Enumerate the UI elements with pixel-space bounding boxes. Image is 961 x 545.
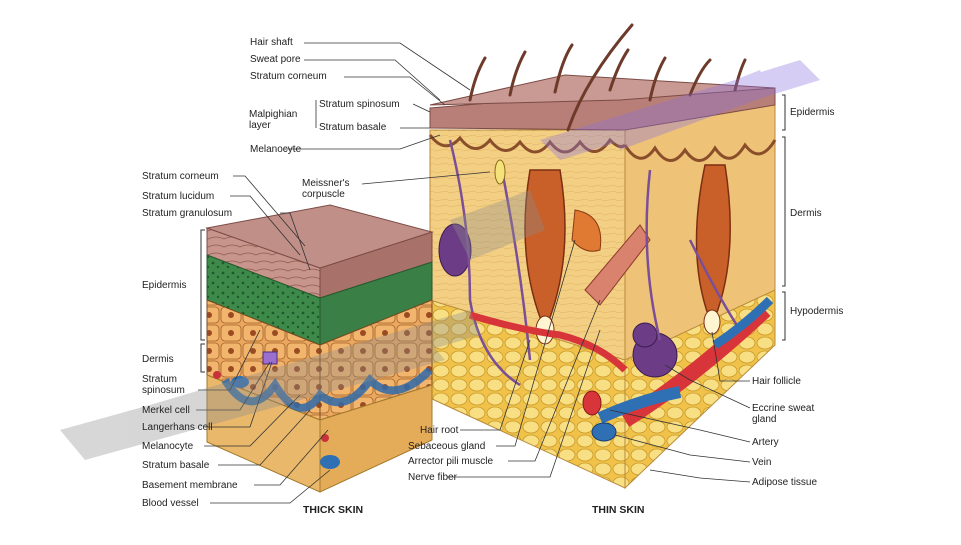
label-thin-melanocyte: Melanocyte — [250, 144, 302, 155]
label-thick-stratum-corneum: Stratum corneum — [142, 171, 219, 182]
label-hypodermis: Hypodermis — [790, 306, 844, 317]
label-stratum-lucidum: Stratum lucidum — [142, 191, 215, 202]
label-hair-follicle: Hair follicle — [752, 376, 801, 387]
label-sebaceous-gland: Sebaceous gland — [408, 441, 486, 452]
thin-skin-block — [428, 23, 786, 490]
label-thin-epidermis: Epidermis — [790, 107, 835, 118]
caption-thick-skin: THICK SKIN — [303, 504, 364, 516]
hair-follicles — [524, 164, 731, 345]
label-thick-epidermis: Epidermis — [142, 280, 187, 291]
label-nerve-fiber: Nerve fiber — [408, 472, 457, 483]
label-thin-stratum-basale: Stratum basale — [319, 122, 387, 133]
label-hair-root: Hair root — [420, 425, 459, 436]
caption-thin-skin: THIN SKIN — [592, 504, 645, 516]
label-hair-shaft: Hair shaft — [250, 37, 293, 48]
label-eccrine-sweat-gland: Eccrine sweat gland — [752, 403, 815, 425]
leader-lines — [196, 42, 751, 504]
label-langerhans-cell: Langerhans cell — [142, 422, 213, 433]
nerve-fibers — [448, 139, 742, 387]
hair-shafts — [468, 23, 747, 132]
label-stratum-granulosum: Stratum granulosum — [142, 208, 233, 219]
label-artery: Artery — [752, 437, 779, 448]
label-thick-dermis: Dermis — [142, 354, 174, 365]
label-malpighian-layer: Malpighian layer — [249, 109, 298, 131]
label-arrector-pili-muscle: Arrector pili muscle — [408, 456, 494, 467]
watermark — [60, 60, 820, 460]
label-merkel-cell: Merkel cell — [142, 405, 190, 416]
label-thick-stratum-basale: Stratum basale — [142, 460, 210, 471]
label-thin-stratum-spinosum: Stratum spinosum — [319, 99, 400, 110]
label-basement-membrane: Basement membrane — [142, 480, 238, 491]
label-thin-dermis: Dermis — [790, 208, 822, 219]
label-thick-stratum-spinosum: Stratum spinosum — [142, 374, 185, 396]
label-blood-vessel: Blood vessel — [142, 498, 199, 509]
thick-skin-block — [200, 204, 434, 493]
label-meissners-corpuscle: Meissner's corpuscle — [302, 178, 350, 200]
label-adipose-tissue: Adipose tissue — [752, 477, 818, 488]
label-thick-melanocyte: Melanocyte — [142, 441, 194, 452]
label-vein: Vein — [752, 457, 772, 468]
label-sweat-pore: Sweat pore — [250, 54, 301, 65]
blood-vessels — [468, 296, 774, 442]
label-thin-stratum-corneum: Stratum corneum — [250, 71, 327, 82]
